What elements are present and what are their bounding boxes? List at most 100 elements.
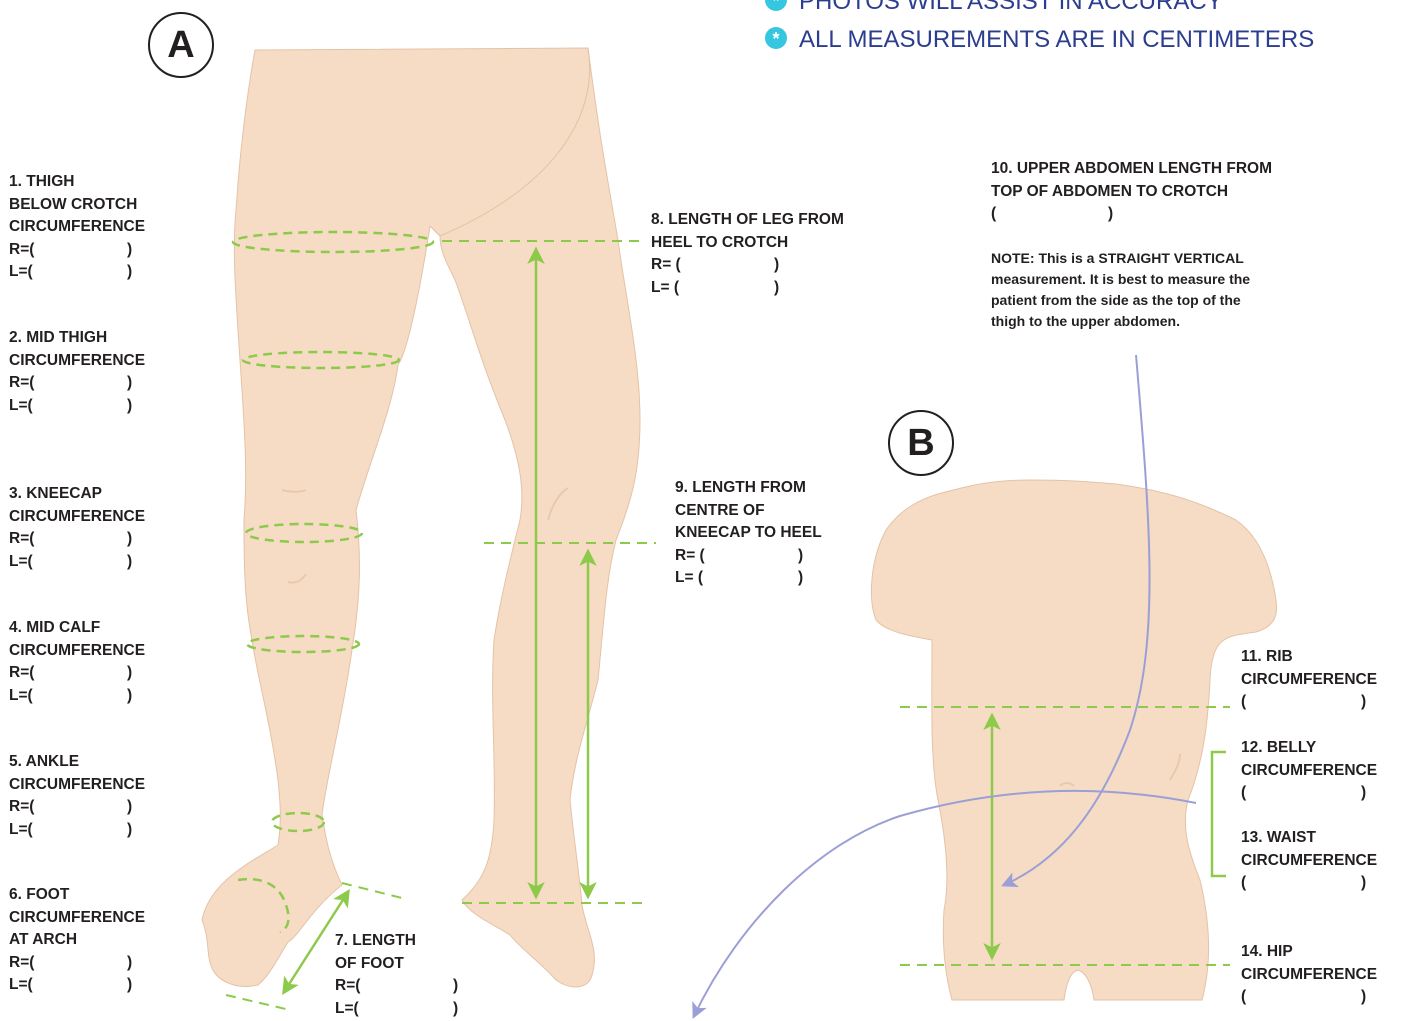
value-row: ()	[991, 203, 1272, 226]
left-prefix: L=(	[9, 397, 33, 414]
close-paren: )	[1361, 691, 1366, 714]
label-mid-calf: 4. MID CALF CIRCUMFERENCE R=() L=()	[9, 617, 145, 707]
label-line: CIRCUMFERENCE	[9, 640, 145, 663]
label-line: OF FOOT	[335, 953, 416, 976]
right-close: )	[453, 975, 458, 998]
guide-foot-top	[342, 883, 402, 898]
label-thigh-below-crotch: 1. THIGH BELOW CROTCH CIRCUMFERENCE R=()…	[9, 171, 145, 284]
left-close: )	[127, 551, 132, 574]
left-prefix: L=(	[9, 976, 33, 993]
label-line: TOP OF ABDOMEN TO CROTCH	[991, 181, 1272, 204]
label-line: KNEECAP TO HEEL	[675, 522, 822, 545]
torso-silhouette	[871, 480, 1276, 1000]
label-line: CIRCUMFERENCE	[9, 350, 145, 373]
right-close: )	[127, 952, 132, 975]
left-value-row: L=()	[9, 819, 145, 842]
right-prefix: R= (	[675, 547, 705, 564]
right-prefix: R=(	[9, 374, 34, 391]
label-line: CIRCUMFERENCE	[1241, 850, 1377, 873]
label-abdomen-length: 10. UPPER ABDOMEN LENGTH FROM TOP OF ABD…	[991, 158, 1272, 332]
abdomen-note-line: measurement. It is best to measure the	[991, 269, 1272, 290]
left-close: )	[774, 277, 779, 300]
right-close: )	[798, 545, 803, 568]
bullet-cyan-icon: *	[765, 0, 787, 11]
left-prefix: L= (	[651, 279, 679, 296]
left-prefix: L=(	[9, 821, 33, 838]
open-paren: (	[1241, 988, 1246, 1005]
left-close: )	[127, 819, 132, 842]
label-line: HEEL TO CROTCH	[651, 232, 844, 255]
right-value-row: R=()	[9, 372, 145, 395]
right-value-row: R= ()	[675, 545, 822, 568]
label-hip: 14. HIP CIRCUMFERENCE ()	[1241, 941, 1377, 1009]
value-row: ()	[1241, 986, 1377, 1009]
left-value-row: L=()	[9, 685, 145, 708]
right-prefix: R=(	[9, 664, 34, 681]
right-value-row: R=()	[9, 528, 145, 551]
label-kneecap: 3. KNEECAP CIRCUMFERENCE R=() L=()	[9, 483, 145, 573]
right-value-row: R=()	[9, 796, 145, 819]
label-line: CIRCUMFERENCE	[1241, 964, 1377, 987]
label-line: 5. ANKLE	[9, 751, 145, 774]
right-value-row: R=()	[335, 975, 416, 998]
left-value-row: L= ()	[675, 567, 822, 590]
right-value-row: R=()	[9, 662, 145, 685]
right-prefix: R= (	[651, 256, 681, 273]
left-close: )	[127, 974, 132, 997]
label-mid-thigh: 2. MID THIGH CIRCUMFERENCE R=() L=()	[9, 327, 145, 417]
open-paren: (	[1241, 874, 1246, 891]
right-close: )	[127, 662, 132, 685]
right-value-row: R=()	[9, 952, 145, 975]
figure-a-badge: A	[148, 12, 214, 78]
right-close: )	[127, 372, 132, 395]
value-row: ()	[1241, 782, 1377, 805]
left-value-row: L=()	[335, 998, 416, 1021]
label-line: 3. KNEECAP	[9, 483, 145, 506]
left-close: )	[127, 395, 132, 418]
label-line: 2. MID THIGH	[9, 327, 145, 350]
abdomen-note-line: NOTE: This is a STRAIGHT VERTICAL	[991, 248, 1272, 269]
left-value-row: L=()	[9, 261, 145, 284]
tip-units-text: ALL MEASUREMENTS ARE IN CENTIMETERS	[799, 26, 1314, 53]
abdomen-note-line: patient from the side as the top of the	[991, 290, 1272, 311]
right-prefix: R=(	[335, 977, 360, 994]
legs-figure	[202, 48, 640, 987]
label-line: 4. MID CALF	[9, 617, 145, 640]
label-line: CIRCUMFERENCE	[9, 907, 145, 930]
label-foot-length: 7. LENGTH OF FOOT R=() L=()	[335, 930, 416, 1020]
label-line: CIRCUMFERENCE	[9, 216, 145, 239]
bullet-cyan-icon: *	[765, 27, 787, 49]
left-prefix: L=(	[9, 263, 33, 280]
left-prefix: L=(	[9, 687, 33, 704]
left-prefix: L=(	[9, 553, 33, 570]
tip-photos-text: PHOTOS WILL ASSIST IN ACCURACY	[799, 0, 1223, 15]
open-paren: (	[1241, 693, 1246, 710]
right-prefix: R=(	[9, 530, 34, 547]
right-value-row: R= ()	[651, 254, 844, 277]
right-value-row: R=()	[9, 239, 145, 262]
label-line: 13. WAIST	[1241, 827, 1377, 850]
label-rib: 11. RIB CIRCUMFERENCE ()	[1241, 646, 1377, 714]
close-paren: )	[1361, 986, 1366, 1009]
tip-units: * ALL MEASUREMENTS ARE IN CENTIMETERS	[765, 26, 1314, 54]
left-close: )	[127, 685, 132, 708]
open-paren: (	[991, 205, 996, 222]
close-paren: )	[1108, 203, 1113, 226]
abdomen-note-line: thigh to the upper abdomen.	[991, 311, 1272, 332]
label-line: 11. RIB	[1241, 646, 1377, 669]
label-line: 9. LENGTH FROM	[675, 477, 822, 500]
label-line: BELOW CROTCH	[9, 194, 145, 217]
right-close: )	[774, 254, 779, 277]
label-knee-to-heel: 9. LENGTH FROM CENTRE OF KNEECAP TO HEEL…	[675, 477, 822, 590]
left-prefix: L= (	[675, 569, 703, 586]
value-row: ()	[1241, 872, 1377, 895]
label-leg-length: 8. LENGTH OF LEG FROM HEEL TO CROTCH R= …	[651, 209, 844, 299]
right-close: )	[127, 239, 132, 262]
guide-foot-bottom	[226, 995, 290, 1010]
open-paren: (	[1241, 784, 1246, 801]
bracket-belly-waist	[1212, 752, 1226, 876]
right-prefix: R=(	[9, 954, 34, 971]
label-line: 6. FOOT	[9, 884, 145, 907]
right-prefix: R=(	[9, 798, 34, 815]
close-paren: )	[1361, 782, 1366, 805]
